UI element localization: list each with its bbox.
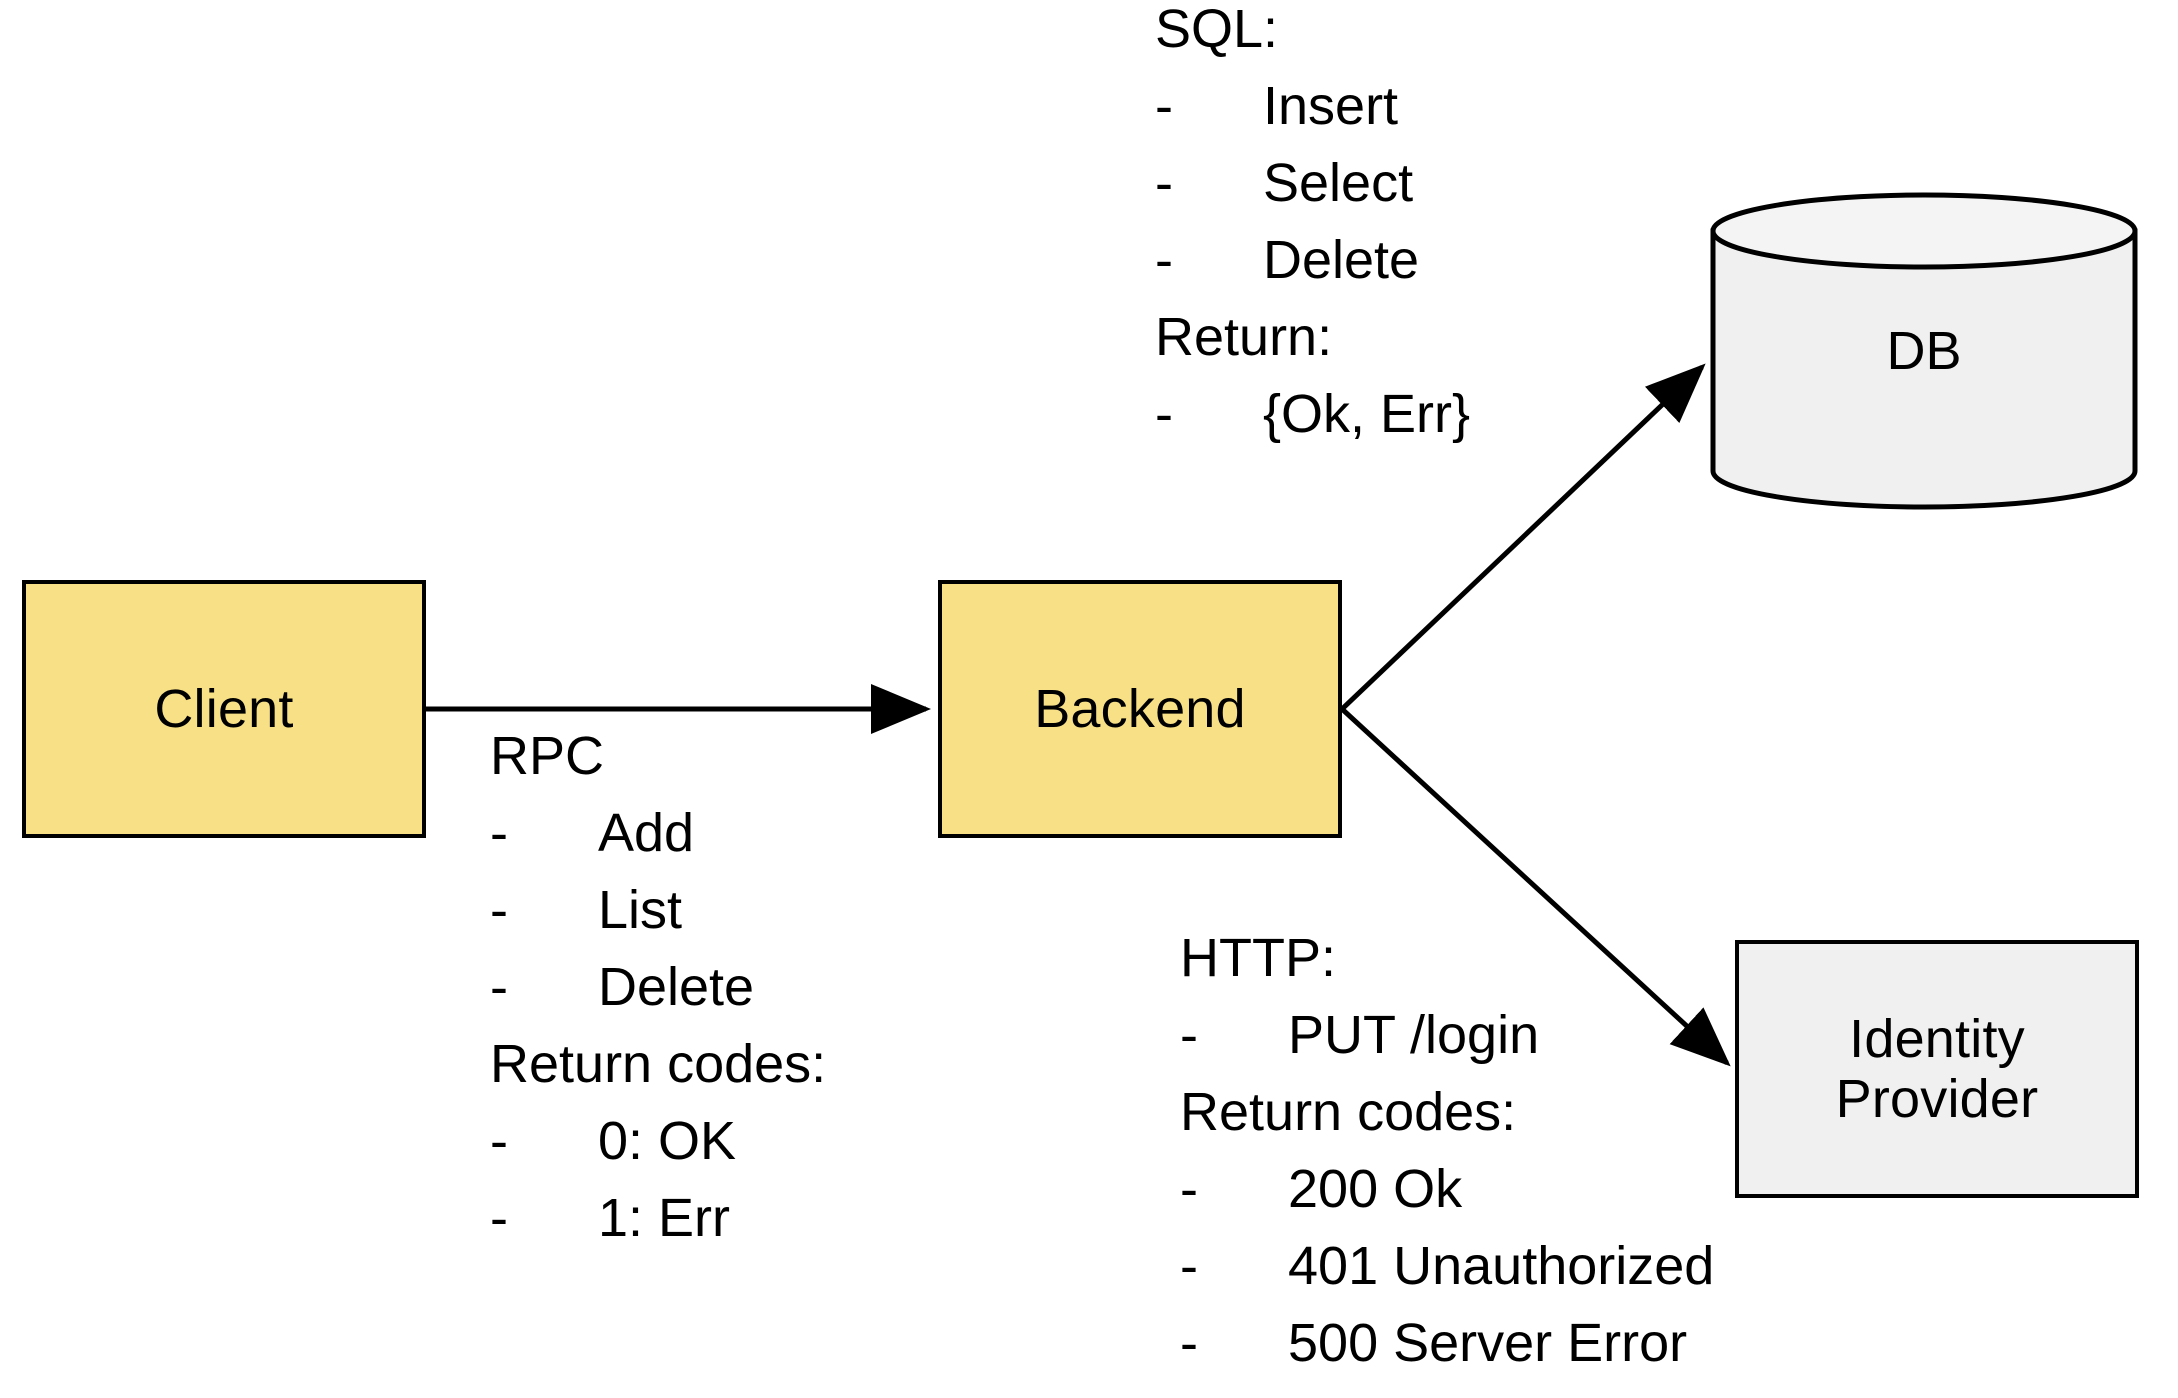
sql-method-label: Delete xyxy=(1263,230,1420,290)
bullet-dash: - xyxy=(1155,153,1173,213)
rpc-heading: RPC xyxy=(490,726,605,786)
http-return-label: 401 Unauthorized xyxy=(1288,1236,1715,1296)
http-return-item: - 500 Server Error xyxy=(1180,1305,1714,1382)
http-return-heading: Return codes: xyxy=(1180,1082,1517,1142)
rpc-method-label: Delete xyxy=(598,957,755,1017)
sql-method-item: - Insert xyxy=(1155,68,1470,145)
sql-method-label: Insert xyxy=(1263,76,1399,136)
bullet-dash: - xyxy=(1180,1159,1198,1219)
rpc-method-label: List xyxy=(598,880,683,940)
http-method-label: PUT /login xyxy=(1288,1005,1540,1065)
rpc-method-label: Add xyxy=(598,803,695,863)
sql-return-label: {Ok, Err} xyxy=(1263,384,1471,444)
node-backend: Backend xyxy=(938,580,1342,838)
database-cylinder-icon xyxy=(1710,192,2138,510)
bullet-dash: - xyxy=(490,957,508,1017)
rpc-return-label: 1: Err xyxy=(598,1188,731,1248)
node-client-label: Client xyxy=(154,678,294,739)
rpc-method-item: - List xyxy=(490,872,826,949)
http-return-label: 500 Server Error xyxy=(1288,1313,1688,1373)
http-return-item: - 401 Unauthorized xyxy=(1180,1228,1714,1305)
node-client: Client xyxy=(22,580,426,838)
sql-method-item: - Delete xyxy=(1155,222,1470,299)
sql-return-item: - {Ok, Err} xyxy=(1155,376,1470,453)
bullet-dash: - xyxy=(1155,230,1173,290)
bullet-dash: - xyxy=(490,803,508,863)
node-identity-provider: Identity Provider xyxy=(1735,940,2139,1198)
rpc-return-item: - 1: Err xyxy=(490,1180,826,1257)
annotation-http: HTTP: - PUT /login Return codes: - 200 O… xyxy=(1180,920,1714,1382)
edge-backend-to-db xyxy=(1340,363,1706,711)
edge-backend-to-identity-provider xyxy=(1340,707,1731,1067)
http-method-item: - PUT /login xyxy=(1180,997,1714,1074)
bullet-dash: - xyxy=(490,880,508,940)
annotation-sql: SQL: - Insert - Select - Delete Return: … xyxy=(1155,0,1470,453)
node-backend-label: Backend xyxy=(1034,678,1246,739)
bullet-dash: - xyxy=(490,1111,508,1171)
node-db: DB xyxy=(1710,192,2138,510)
http-return-label: 200 Ok xyxy=(1288,1159,1463,1219)
sql-method-label: Select xyxy=(1263,153,1414,213)
annotation-rpc: RPC - Add - List - Delete Return codes: … xyxy=(490,718,826,1257)
bullet-dash: - xyxy=(1180,1313,1198,1373)
bullet-dash: - xyxy=(1155,76,1173,136)
rpc-return-heading: Return codes: xyxy=(490,1034,827,1094)
sql-return-heading: Return: xyxy=(1155,307,1333,367)
bullet-dash: - xyxy=(1155,384,1173,444)
bullet-dash: - xyxy=(1180,1005,1198,1065)
bullet-dash: - xyxy=(490,1188,508,1248)
rpc-return-label: 0: OK xyxy=(598,1111,737,1171)
sql-heading: SQL: xyxy=(1155,0,1279,59)
http-heading: HTTP: xyxy=(1180,928,1336,988)
node-identity-provider-label: Identity Provider xyxy=(1835,1008,2039,1129)
rpc-method-item: - Delete xyxy=(490,949,826,1026)
rpc-method-item: - Add xyxy=(490,795,826,872)
http-return-item: - 200 Ok xyxy=(1180,1151,1714,1228)
bullet-dash: - xyxy=(1180,1236,1198,1296)
rpc-return-item: - 0: OK xyxy=(490,1103,826,1180)
sql-method-item: - Select xyxy=(1155,145,1470,222)
